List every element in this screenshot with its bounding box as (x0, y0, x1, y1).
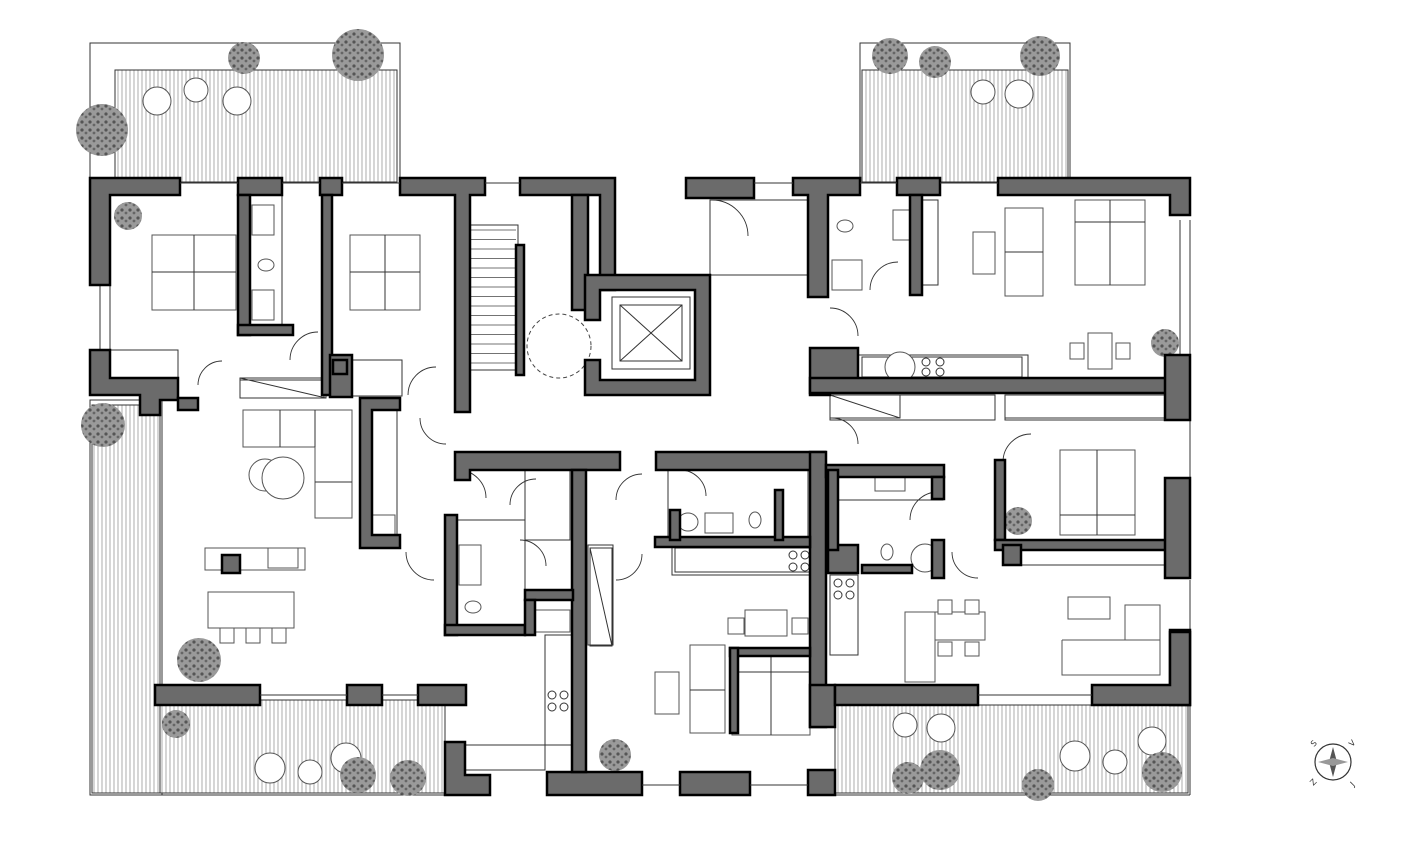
toilet-icon (836, 219, 854, 233)
compass-letter: J (1348, 780, 1357, 789)
doors (197, 199, 1032, 581)
tree-icon (340, 757, 376, 793)
tree-icon (390, 760, 426, 796)
tree-icon (1151, 329, 1179, 357)
tree-icon (332, 29, 384, 81)
toilet-icon (880, 543, 894, 561)
windows (180, 182, 1092, 786)
compass-letter: V (1347, 738, 1358, 749)
bed-icon (731, 649, 811, 736)
tree-icon (81, 403, 125, 447)
bed-icon (349, 234, 421, 311)
compass-letter: S (1309, 739, 1319, 749)
bed-icon (1059, 449, 1136, 536)
sofa-icon (689, 644, 726, 734)
tree-icon (599, 739, 631, 771)
vegetation (76, 29, 1182, 801)
tree-icon (920, 750, 960, 790)
tree-icon (892, 762, 924, 794)
toilet-icon (257, 258, 275, 272)
tree-icon (1022, 769, 1054, 801)
stair-icon (470, 229, 516, 364)
compass-icon: S Z J V (1308, 738, 1358, 789)
terrace-w (91, 404, 161, 794)
compass-letter: Z (1308, 777, 1319, 788)
tree-icon (1020, 36, 1060, 76)
tree-icon (114, 202, 142, 230)
staircase (467, 224, 592, 379)
elevator-icon (611, 296, 691, 370)
terrace-ne (861, 69, 1069, 183)
sofa-icon (242, 409, 353, 519)
tree-icon (177, 638, 221, 682)
toilet-icon (748, 511, 762, 529)
tree-icon (919, 46, 951, 78)
terrace-furniture (142, 77, 1167, 785)
wall-nw-corner (88, 176, 182, 287)
tree-icon (162, 710, 190, 738)
sofa-icon (1004, 207, 1044, 297)
bathroom-fixtures (251, 204, 940, 633)
beds (151, 199, 1146, 736)
bed-icon (151, 234, 237, 311)
tree-icon (76, 104, 128, 156)
structural-walls (88, 176, 1192, 797)
sofas (242, 207, 1161, 734)
tree-icon (872, 38, 908, 74)
toilet-icon (464, 600, 482, 614)
terrace-se (834, 704, 1189, 794)
tree-icon (228, 42, 260, 74)
tree-icon (1142, 752, 1182, 792)
kitchen-units (267, 351, 1023, 712)
sofa-icon (1061, 604, 1161, 676)
tree-icon (1004, 507, 1032, 535)
bed-icon (1074, 199, 1146, 286)
